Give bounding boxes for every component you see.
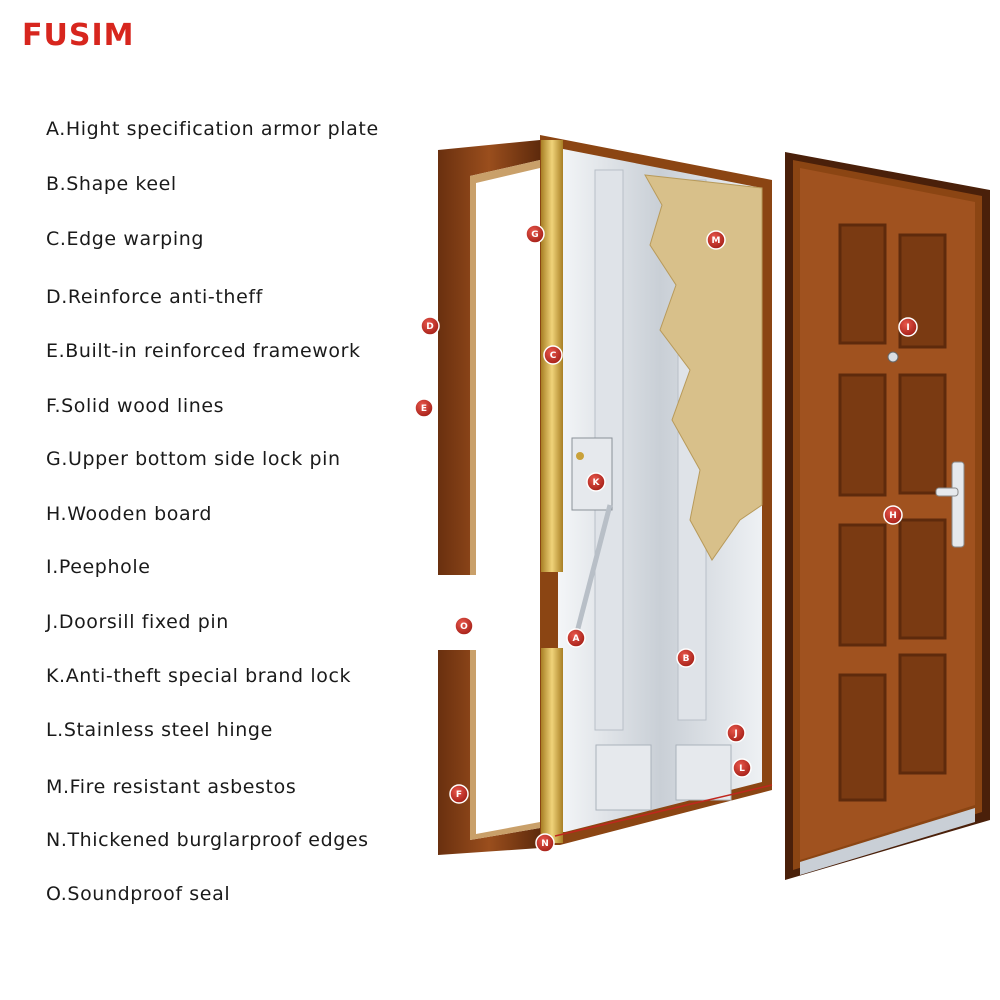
marker-m: M — [706, 230, 726, 250]
marker-h: H — [883, 505, 903, 525]
legend-item-d: D.Reinforce anti-theff — [46, 286, 263, 308]
marker-b: B — [676, 648, 696, 668]
legend-item-a: A.Hight specification armor plate — [46, 118, 379, 140]
svg-text:I: I — [906, 323, 909, 333]
svg-text:J: J — [733, 729, 737, 739]
marker-e: E — [414, 398, 434, 418]
svg-text:E: E — [421, 404, 427, 414]
marker-g: G — [525, 224, 545, 244]
legend-item-h: H.Wooden board — [46, 503, 213, 525]
svg-text:L: L — [739, 764, 745, 774]
legend-item-o: O.Soundproof seal — [46, 883, 231, 905]
svg-text:H: H — [889, 511, 897, 521]
marker-f: F — [449, 784, 469, 804]
svg-text:B: B — [683, 654, 690, 664]
svg-text:G: G — [531, 230, 538, 240]
legend-item-k: K.Anti-theft special brand lock — [46, 665, 352, 687]
marker-j: J — [726, 723, 746, 743]
marker-c: C — [543, 345, 563, 365]
marker-i: I — [898, 317, 918, 337]
legend-item-b: B.Shape keel — [46, 173, 177, 195]
svg-text:M: M — [712, 236, 721, 246]
svg-text:A: A — [573, 634, 580, 644]
svg-text:N: N — [541, 839, 549, 849]
marker-a: A — [566, 628, 586, 648]
legend-item-e: E.Built-in reinforced framework — [46, 340, 361, 362]
legend-item-l: L.Stainless steel hinge — [46, 719, 273, 741]
marker-d: D — [420, 316, 440, 336]
marker-o: O — [454, 616, 474, 636]
door-leaf-cutaway — [540, 135, 772, 845]
svg-text:O: O — [460, 622, 468, 632]
svg-text:F: F — [456, 790, 462, 800]
door-frame-lower — [438, 650, 540, 855]
door-frame-upper — [438, 140, 540, 575]
legend-item-n: N.Thickened burglarproof edges — [46, 829, 369, 851]
legend-item-c: C.Edge warping — [46, 228, 204, 250]
fusim-logo: FUSIM — [22, 18, 135, 53]
legend-item-j: J.Doorsill fixed pin — [46, 611, 229, 633]
legend-item-g: G.Upper bottom side lock pin — [46, 448, 341, 470]
legend-item-m: M.Fire resistant asbestos — [46, 776, 297, 798]
legend-item-f: F.Solid wood lines — [46, 395, 225, 417]
legend-item-i: I.Peephole — [46, 556, 151, 578]
svg-text:K: K — [593, 478, 601, 488]
marker-l: L — [732, 758, 752, 778]
svg-text:D: D — [426, 322, 433, 332]
marker-n: N — [535, 833, 555, 853]
marker-k: K — [586, 472, 606, 492]
svg-text:C: C — [550, 351, 557, 361]
